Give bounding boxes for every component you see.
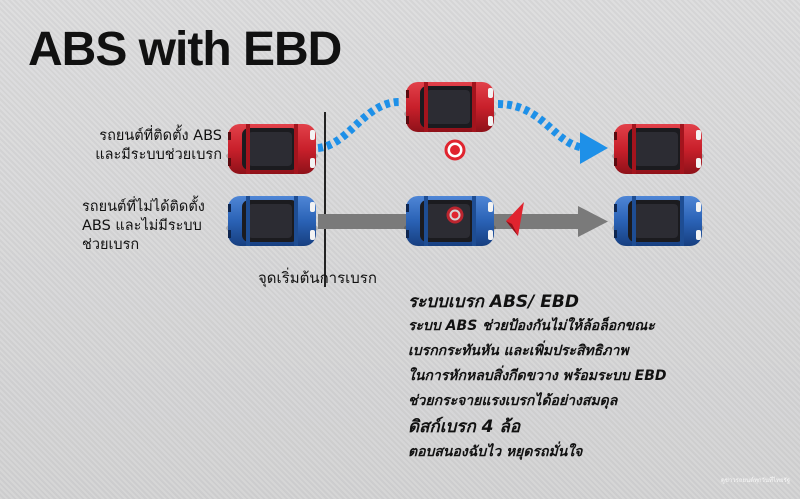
label-with-abs-line-1: รถยนต์ที่ติดตั้ง ABS (99, 128, 222, 144)
impact-flag-icon (506, 202, 524, 236)
red-car-end (612, 124, 704, 174)
info-heading-2: ดิสก์เบรก 4 ล้อ (408, 417, 521, 437)
info-line-4: ช่วยกระจายแรงเบรกได้อย่างสมดุล (408, 393, 618, 409)
info-line-2: เบรกกระทันหัน และเพิ่มประสิทธิภาพ (408, 343, 629, 359)
obstacle-hit-marker-icon (446, 206, 464, 224)
info-line-5: ตอบสนองฉับไว หยุดรถมั่นใจ (408, 444, 583, 460)
label-with-abs: รถยนต์ที่ติดตั้ง ABS และมีระบบช่วยเบรก (82, 127, 222, 165)
label-without-abs-line-1: รถยนต์ที่ไม่ได้ติดตั้ง (82, 199, 205, 215)
label-without-abs-line-2: ABS และไม่มีระบบ (82, 218, 202, 234)
credit-text: ดูข่าวรถยนต์ทุกวันที่ไทยรัฐ (720, 477, 790, 484)
red-car-start (226, 124, 318, 174)
label-without-abs-line-3: ช่วยเบรก (82, 237, 140, 253)
blue-car-start (226, 196, 318, 246)
info-line-3: ในการหักหลบสิ่งกีดขวาง พร้อมระบบ EBD (408, 368, 667, 384)
red-car-evading (404, 82, 496, 132)
obstacle-marker-icon (444, 139, 466, 161)
label-without-abs: รถยนต์ที่ไม่ได้ติดตั้ง ABS และไม่มีระบบ … (82, 198, 232, 255)
page-title: ABS with EBD (28, 23, 342, 76)
braking-start-line (324, 112, 326, 287)
info-panel: ระบบเบรก ABS/ EBD ระบบ ABS ช่วยป้องกันไม… (408, 290, 667, 465)
info-heading: ระบบเบรก ABS/ EBD (408, 292, 579, 312)
braking-start-label: จุดเริ่มต้นการเบรก (258, 269, 377, 287)
label-with-abs-line-2: และมีระบบช่วยเบรก (95, 147, 222, 163)
info-line-1: ระบบ ABS ช่วยป้องกันไม่ให้ล้อล็อกขณะ (408, 318, 655, 334)
abs-evasion-path (317, 97, 608, 164)
blue-car-end (612, 196, 704, 246)
